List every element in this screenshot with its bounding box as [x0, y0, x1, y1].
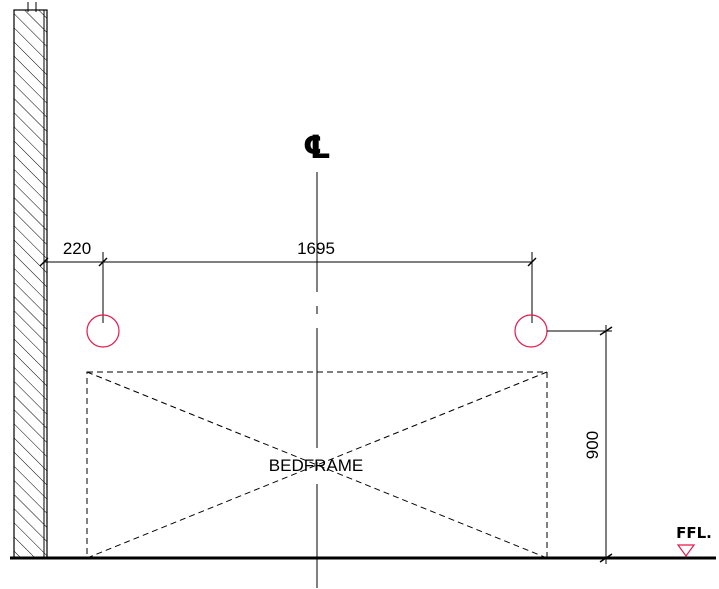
fixture-right-circle-icon	[514, 314, 548, 348]
dimension-height: 900	[583, 431, 602, 459]
ffl-label: FFL.	[676, 524, 712, 542]
wall	[13, 2, 48, 559]
ffl-marker: FFL.	[676, 524, 712, 558]
horizontal-dimension: 220 1695	[39, 239, 537, 323]
centerline: ℄	[303, 128, 332, 588]
ffl-triangle-icon	[676, 544, 696, 558]
bedframe: BEDFRAME	[86, 371, 548, 559]
bedframe-label: BEDFRAME	[269, 456, 363, 475]
centerline-symbol: ℄	[303, 128, 332, 166]
fixture-left-circle-icon	[86, 314, 120, 348]
vertical-dimension: 900	[547, 325, 613, 564]
dimension-fixture-spacing: 1695	[297, 239, 335, 258]
dimension-wall-offset: 220	[63, 239, 91, 258]
